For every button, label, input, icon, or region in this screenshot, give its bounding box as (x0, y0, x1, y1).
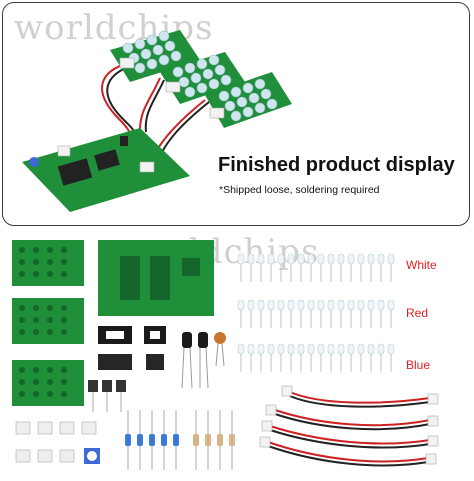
banner-subtitle: *Shipped loose, soldering required (219, 184, 380, 196)
resistors-blue (125, 410, 179, 470)
potentiometer (84, 448, 100, 464)
pcb-led-board-b (12, 298, 84, 344)
assembled-led-board-3 (205, 72, 292, 128)
ic-chip-8pin (146, 354, 164, 370)
assembled-led-board-1 (110, 30, 200, 82)
resistors-beige (193, 410, 235, 470)
pcb-control-board (98, 240, 214, 316)
assembled-connectors (119, 57, 225, 119)
pcb-connectors (15, 421, 97, 463)
led-row-white (237, 253, 395, 282)
pcb-led-board-a (12, 240, 84, 286)
electrolytic-capacitor-2 (198, 332, 209, 389)
label-white: White (406, 258, 437, 272)
assembled-leds (122, 30, 278, 122)
assembled-led-board-2 (160, 52, 245, 104)
pcb-led-board-c (12, 360, 84, 406)
harness-plugs (259, 385, 439, 465)
electrolytic-capacitor-1 (181, 332, 193, 389)
banner-title: Finished product display (218, 154, 455, 176)
ic-socket-8pin (144, 326, 166, 344)
assembled-control-board (22, 128, 190, 212)
label-red: Red (406, 306, 429, 320)
ic-chip-16pin (98, 354, 132, 370)
label-blue: Blue (406, 358, 431, 372)
transistors (88, 380, 126, 412)
ic-socket-16pin (98, 326, 132, 344)
ceramic-capacitor (214, 332, 226, 367)
led-row-blue (237, 343, 395, 372)
led-row-red (237, 299, 395, 328)
wire-harnesses (267, 391, 431, 467)
